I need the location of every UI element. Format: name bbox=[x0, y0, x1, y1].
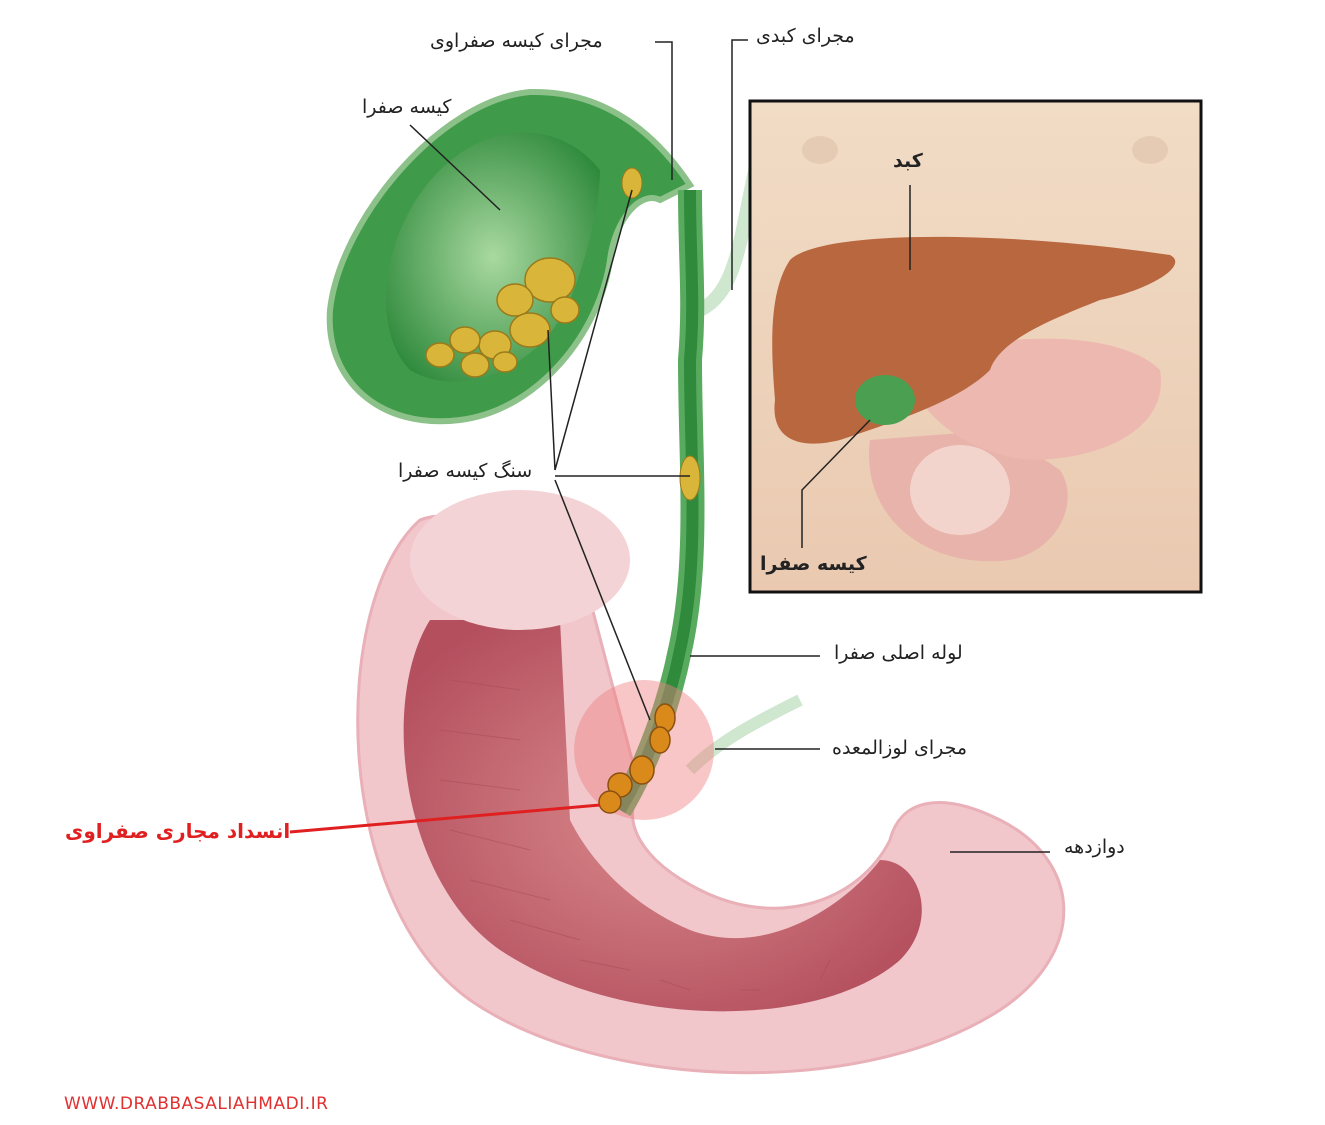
obstruction-pointer bbox=[289, 803, 601, 834]
label-gallbladder: کیسه صفرا bbox=[362, 96, 452, 118]
leader-lines bbox=[409, 39, 1050, 853]
label-hepatic-duct: مجرای کبدی bbox=[756, 25, 855, 47]
obstruction-stones bbox=[598, 703, 676, 814]
label-gallstones: سنگ کیسه صفرا bbox=[398, 460, 533, 482]
label-bile-duct-obstruction: انسداد مجاری صفراوی bbox=[65, 819, 291, 843]
gallstones-cluster bbox=[425, 257, 580, 378]
label-common-bile-duct: لوله اصلی صفرا bbox=[834, 642, 963, 664]
duct-stone bbox=[679, 455, 701, 501]
duodenum-folds bbox=[439, 679, 831, 991]
label-cystic-duct: مجرای کیسه صفراوی bbox=[430, 30, 603, 52]
label-pancreatic-duct: مجرای لوزالمعده bbox=[832, 737, 968, 759]
inset-label-liver: کبد bbox=[893, 150, 923, 172]
obstruction-highlight bbox=[574, 680, 714, 820]
cystic-stone bbox=[621, 167, 643, 199]
duodenum-lumen bbox=[403, 620, 922, 1012]
watermark-url: WWW.DRABBASALIAHMADI.IR bbox=[64, 1094, 329, 1114]
stomach-fold bbox=[410, 490, 630, 630]
pancreatic-duct bbox=[685, 694, 803, 775]
inset-liver-view bbox=[748, 99, 1203, 594]
inset-gallbladder bbox=[855, 375, 915, 425]
inset-label-gallbladder: کیسه صفرا bbox=[760, 553, 867, 575]
label-duodenum: دوازدهه bbox=[1064, 836, 1125, 858]
